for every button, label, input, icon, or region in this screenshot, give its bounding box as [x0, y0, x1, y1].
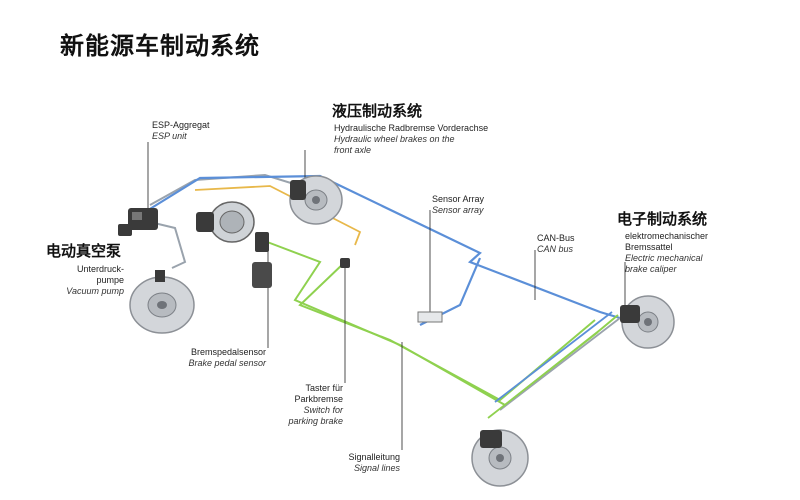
rear-axle-blue: [494, 311, 613, 403]
vacuum-pump-unit: [118, 224, 132, 236]
label-park-brake-switch-en-2: parking brake: [288, 416, 343, 426]
label-signal-lines-en: Signal lines: [353, 463, 400, 473]
hydraulic-line-rear: [149, 221, 187, 269]
label-sensor-array-de: Sensor Array: [432, 194, 485, 204]
label-park-brake-switch-en-1: Switch for: [303, 405, 343, 415]
heading-hydraulic-brake: 液压制动系统: [332, 103, 423, 120]
sensor-array-unit: [417, 311, 443, 323]
rear-axle-green: [487, 331, 599, 419]
label-esp-unit-de: ESP-Aggregat: [152, 120, 210, 130]
label-sensor-array-en: Sensor array: [432, 205, 484, 215]
label-hydraulic-front-axle-en-2: front axle: [334, 145, 372, 155]
label-brake-pedal-sensor-de: Bremspedalsensor: [190, 347, 266, 357]
leader-lines: [147, 142, 626, 450]
label-park-brake-switch: Taster für Parkbremse Switch for parking…: [276, 383, 343, 427]
label-brake-caliper-de-2: Bremssattel: [625, 242, 673, 252]
label-vacuum-pump: Unterdruck- pumpe Vacuum pump: [54, 264, 124, 297]
heading-vacuum-pump: 电动真空泵: [46, 243, 122, 260]
label-brake-caliper-de-1: elektromechanischer: [625, 231, 709, 241]
label-can-bus-de: CAN-Bus: [537, 233, 575, 243]
label-can-bus-en: CAN bus: [537, 244, 574, 254]
esp-unit: [128, 208, 158, 230]
heading-electronic-brake: 电子制动系统: [617, 211, 708, 228]
label-vacuum-pump-en: Vacuum pump: [66, 286, 124, 296]
label-signal-lines: Signalleitung Signal lines: [330, 452, 400, 474]
signal-line-switch: [298, 261, 596, 402]
rear-axle-gray: [499, 317, 621, 411]
label-vacuum-pump-de-1: Unterdruck-: [76, 264, 124, 274]
rear-axle-lines: [487, 311, 621, 419]
label-hydraulic-front-axle: Hydraulische Radbremse Vorderachse Hydra…: [334, 123, 488, 156]
label-brake-caliper-en-1: Electric mechanical: [625, 253, 703, 263]
can-bus-line: [144, 174, 621, 320]
park-brake-switch: [340, 258, 350, 268]
label-can-bus: CAN-Bus CAN bus: [537, 233, 575, 255]
label-park-brake-switch-de-1: Taster für: [305, 383, 343, 393]
label-vacuum-pump-de-2: pumpe: [96, 275, 124, 285]
brake-pedal: [252, 232, 272, 288]
label-brake-pedal-sensor-en: Brake pedal sensor: [188, 358, 266, 368]
label-brake-caliper-en-2: brake caliper: [625, 264, 677, 274]
page-title: 新能源车制动系统: [60, 33, 260, 60]
brake-booster: [196, 201, 255, 243]
rear-left-brake-disc: [471, 429, 529, 487]
label-hydraulic-front-axle-de: Hydraulische Radbremse Vorderachse: [334, 123, 489, 133]
label-park-brake-switch-de-2: Parkbremse: [294, 394, 343, 404]
label-esp-unit-en: ESP unit: [152, 131, 187, 141]
label-sensor-array: Sensor Array Sensor array: [432, 194, 484, 216]
label-esp-unit: ESP-Aggregat ESP unit: [152, 120, 210, 142]
label-hydraulic-front-axle-en-1: Hydraulic wheel brakes on the: [334, 134, 455, 144]
rear-right-brake-disc: [620, 295, 675, 349]
front-right-brake-disc: [289, 175, 343, 225]
label-brake-pedal-sensor: Bremspedalsensor Brake pedal sensor: [160, 347, 266, 369]
label-brake-caliper: elektromechanischer Bremssattel Electric…: [625, 231, 708, 275]
label-signal-lines-de: Signalleitung: [348, 452, 400, 462]
front-left-brake-disc: [129, 270, 195, 334]
